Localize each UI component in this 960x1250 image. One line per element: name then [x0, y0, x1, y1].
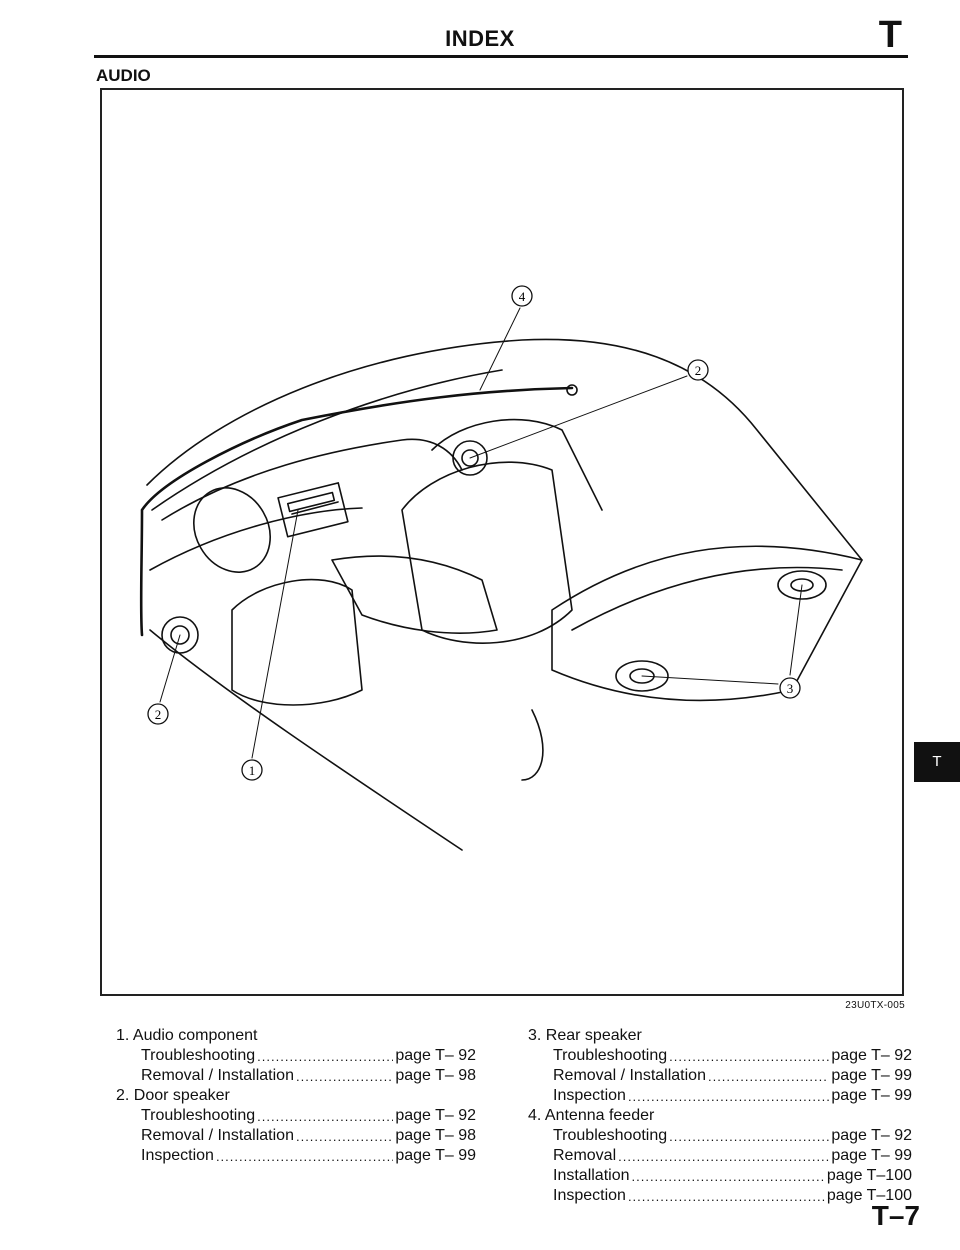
rear-package-tray	[551, 545, 863, 702]
index-column-left: 1. Audio component Troubleshooting......…	[116, 1026, 476, 1166]
callout-3: 3	[779, 677, 801, 699]
callout-1: 1	[241, 759, 263, 781]
section-heading: AUDIO	[96, 66, 151, 85]
index-entry[interactable]: Inspection..............................…	[553, 1187, 912, 1204]
door-speaker-front-left	[161, 616, 199, 654]
windshield-frame	[151, 369, 503, 511]
leader-3a	[641, 675, 779, 685]
index-entry[interactable]: Inspection..............................…	[553, 1087, 912, 1104]
page-number: T–7	[871, 1200, 920, 1231]
index-entry[interactable]: Removal / Installation..................…	[141, 1127, 476, 1144]
audio-system-diagram: 1 2 2 3 4	[100, 88, 904, 996]
center-console	[331, 555, 498, 634]
leader-2-right	[469, 375, 688, 459]
index-item-heading: 1. Audio component	[116, 1027, 258, 1044]
index-column-right: 3. Rear speaker Troubleshooting.........…	[528, 1026, 912, 1206]
dashboard-top	[161, 438, 463, 521]
figure-code: 23U0TX-005	[845, 1000, 905, 1011]
page-title: INDEX	[445, 26, 515, 51]
leader-4	[479, 307, 521, 391]
callout-2-left: 2	[147, 703, 169, 725]
rear-seat	[431, 418, 603, 511]
rear-speaker-left	[615, 660, 669, 692]
front-seat-left	[231, 578, 363, 706]
index-entry[interactable]: Troubleshooting.........................…	[553, 1127, 912, 1144]
callout-4: 4	[511, 285, 533, 307]
rear-speaker-right	[777, 570, 827, 600]
svg-text:2: 2	[695, 363, 702, 378]
door-speaker-front-right	[452, 440, 488, 476]
index-item-heading: 4. Antenna feeder	[528, 1107, 655, 1124]
leader-1	[251, 509, 299, 759]
steering-wheel	[193, 487, 271, 573]
index-entry[interactable]: Removal / Installation..................…	[141, 1067, 476, 1084]
svg-text:3: 3	[787, 681, 794, 696]
vehicle-cutaway-drawing: 1 2 2 3 4	[139, 285, 863, 851]
svg-text:2: 2	[155, 707, 162, 722]
index-item-heading: 3. Rear speaker	[528, 1027, 642, 1044]
index-entry[interactable]: Installation............................…	[553, 1167, 912, 1184]
leader-2-left	[159, 634, 181, 703]
index-entry[interactable]: Inspection..............................…	[141, 1147, 476, 1164]
dashboard-lower	[149, 507, 363, 571]
callout-2-right: 2	[687, 359, 709, 381]
index-entry[interactable]: Removal / Installation..................…	[553, 1067, 912, 1084]
section-tab[interactable]: T	[914, 742, 960, 782]
header-rule	[94, 55, 908, 58]
antenna-feeder-cable	[139, 386, 574, 637]
antenna-feeder-end	[566, 384, 578, 396]
index-entry[interactable]: Troubleshooting.........................…	[141, 1047, 476, 1064]
section-letter: T	[878, 14, 902, 56]
svg-text:4: 4	[519, 289, 526, 304]
index-entry[interactable]: Troubleshooting.........................…	[553, 1047, 912, 1064]
body-lower-edge	[149, 629, 463, 851]
index-item-heading: 2. Door speaker	[116, 1087, 230, 1104]
audio-component	[277, 482, 349, 538]
svg-text:1: 1	[249, 763, 256, 778]
front-seat-right	[401, 461, 573, 644]
index-entry[interactable]: Troubleshooting.........................…	[141, 1107, 476, 1124]
index-entry[interactable]: Removal.................................…	[553, 1147, 912, 1164]
leader-3b	[789, 584, 803, 676]
